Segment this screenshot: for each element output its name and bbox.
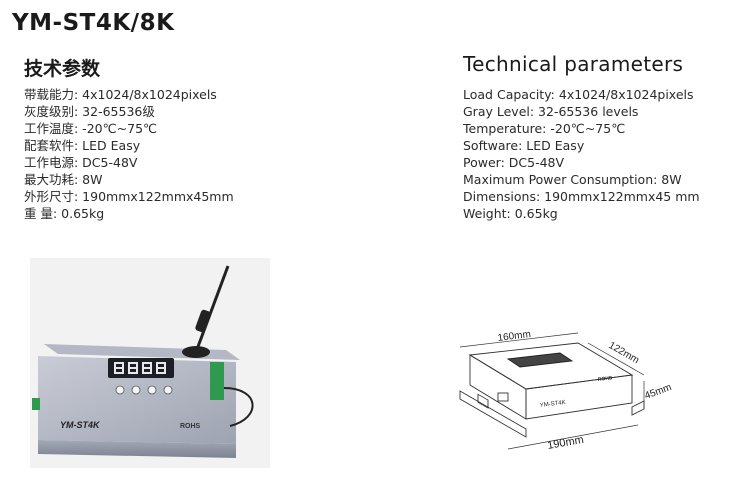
length-dimension-label: 190mm (546, 434, 584, 452)
spec-item: Dimensions: 190mmx122mmx45 mm (463, 189, 700, 204)
spec-item: 重 量: 0.65kg (24, 206, 105, 221)
page-title: YM-ST4K/8K (12, 10, 175, 36)
section-heading-en: Technical parameters (463, 52, 684, 76)
drawing-model-label: YM-ST4K (540, 400, 567, 409)
spec-item: 配套软件: LED Easy (24, 138, 141, 153)
spec-item: 外形尺寸: 190mmx122mmx45mm (24, 189, 234, 204)
spec-item: Load Capacity: 4x1024/8x1024pixels (463, 87, 694, 102)
section-heading-cn: 技术参数 (24, 58, 101, 80)
spec-list-cn: 带载能力: 4x1024/8x1024pixels 灰度级别: 32-65536… (24, 86, 234, 222)
dimension-drawing: 160mm 122mm 45mm 190mm YM-ST4K ROHS (459, 329, 673, 452)
spec-item: Weight: 0.65kg (463, 206, 558, 221)
spec-item: 工作温度: -20℃~75℃ (24, 121, 158, 136)
spec-item: 最大功耗: 8W (24, 172, 103, 187)
product-photo: YM-ST4K ROHS (30, 258, 270, 468)
height-dimension-label: 45mm (643, 382, 673, 402)
spec-item: 工作电源: DC5-48V (24, 155, 138, 170)
terminal-block (210, 362, 224, 400)
drawing-brand-label: ROHS (598, 375, 614, 383)
spec-item: 带载能力: 4x1024/8x1024pixels (24, 87, 217, 102)
width-dimension-label: 160mm (497, 329, 531, 344)
spec-item: Temperature: -20℃~75℃ (463, 121, 626, 136)
antenna-icon (194, 265, 230, 353)
photo-model-label: YM-ST4K (60, 420, 101, 430)
spec-item: Maximum Power Consumption: 8W (463, 172, 682, 187)
spec-item: Gray Level: 32-65536 levels (463, 104, 639, 119)
photo-brand-label: ROHS (180, 423, 201, 430)
control-buttons (115, 385, 173, 395)
depth-dimension-label: 122mm (607, 340, 641, 366)
spec-item: Power: DC5-48V (463, 155, 565, 170)
spec-item: 灰度级别: 32-65536级 (24, 104, 155, 119)
spec-list-en: Load Capacity: 4x1024/8x1024pixels Gray … (463, 86, 700, 222)
spec-item: Software: LED Easy (463, 138, 585, 153)
